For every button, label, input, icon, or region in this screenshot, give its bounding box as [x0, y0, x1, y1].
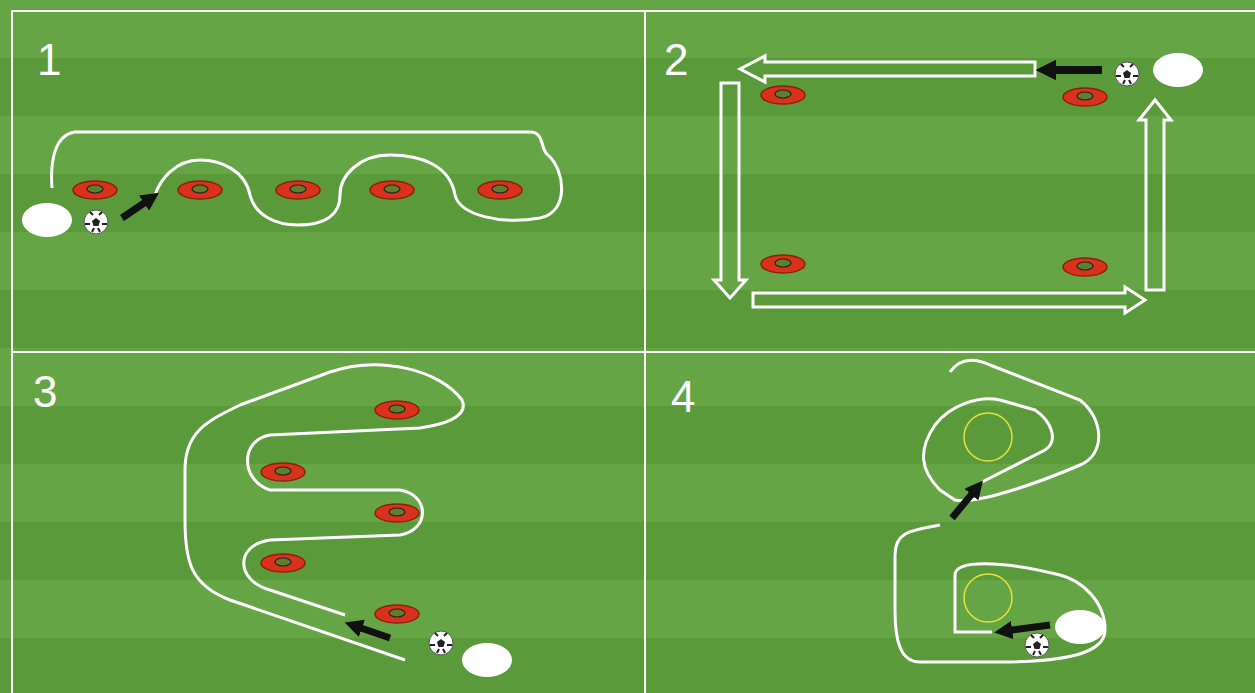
panel-number: 3 [33, 370, 57, 414]
panel-number: 2 [664, 38, 688, 82]
drill-4 [895, 360, 1105, 662]
panel-grid [12, 11, 1255, 693]
drill-2 [714, 53, 1203, 313]
drill-3 [185, 365, 512, 677]
drill-1 [22, 132, 562, 237]
panel-number: 4 [671, 375, 695, 419]
panel-number: 1 [37, 38, 61, 82]
